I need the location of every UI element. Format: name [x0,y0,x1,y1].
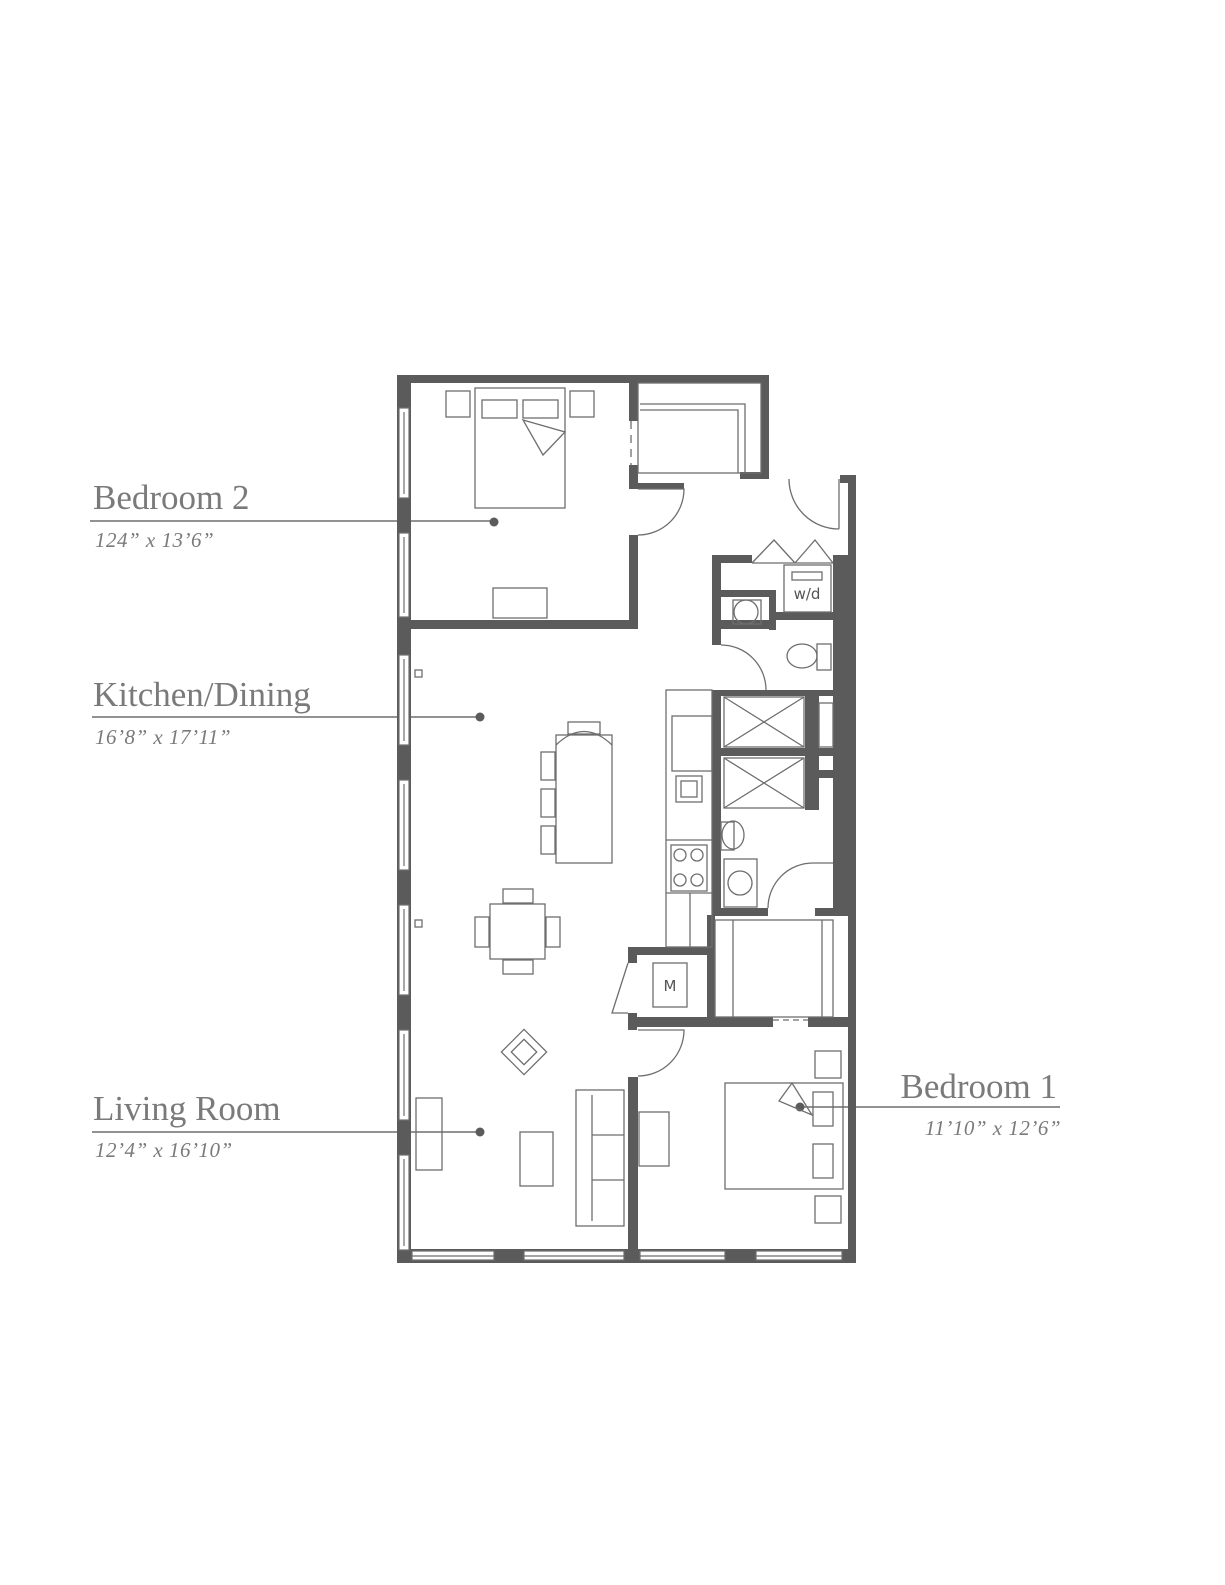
kitchen-island [555,734,613,864]
media-console [415,1097,443,1171]
toilet [786,643,818,669]
bed [474,387,566,509]
stool [540,788,556,818]
bed [724,1082,844,1190]
dresser [492,587,548,619]
nightstand [569,390,595,418]
walls [397,375,856,1263]
leader-dot-kitchen-dining [475,712,485,722]
mechanical-label: M [664,977,677,995]
mechanical-unit [652,962,688,1008]
pillow [812,1143,834,1179]
dims-bedroom-2: 124” x 13’6” [95,527,214,553]
room-name: Bedroom 1 [900,1067,1057,1106]
washer-dryer-label: w/d [794,585,821,603]
dining-table [489,903,546,960]
room-dimensions: 124” x 13’6” [95,528,215,552]
sink [727,870,753,896]
pillow [522,399,559,419]
nightstand [445,390,471,418]
fixtures [414,382,844,1227]
room-name: Bedroom 2 [93,478,250,517]
shower [723,757,805,809]
pillow [481,399,518,419]
dims-kitchen-dining: 16’8” x 17’11” [95,724,231,750]
room-dimensions: 16’8” x 17’11” [95,725,232,749]
sofa [575,1089,625,1227]
room-name: Kitchen/Dining [93,675,311,714]
windows-bottom [411,1250,843,1261]
kitchen-counter [665,689,713,948]
label-kitchen-dining: Kitchen/Dining [93,675,311,715]
leader-dot-living-room [475,1127,485,1137]
washer-dryer [783,564,832,613]
windows-left [398,407,410,1251]
leader-dot-bedroom-2 [489,517,499,527]
nightstand [814,1195,842,1224]
stool [540,825,556,855]
armchair [500,1028,548,1076]
coffee-table [519,1131,554,1187]
room-dimensions: 12’4” x 16’10” [95,1138,233,1162]
nightstand [814,1050,842,1079]
dims-bedroom-1: 11’10” x 12’6” [925,1115,1061,1141]
range [670,844,708,892]
shower [723,696,805,748]
room-dimensions: 11’10” x 12’6” [924,1116,1061,1140]
kitchen-sink [675,775,703,803]
toilet [721,820,745,850]
label-bedroom-2: Bedroom 2 [93,478,250,518]
room-name: Living Room [93,1089,281,1128]
label-bedroom-1: Bedroom 1 [900,1067,1057,1107]
walk-in-closet [637,382,762,474]
dims-living-room: 12’4” x 16’10” [95,1137,233,1163]
pillow [812,1091,834,1127]
leader-lines [90,517,1060,1137]
label-living-room: Living Room [93,1089,281,1129]
stool [540,751,556,781]
desk [638,1111,670,1167]
